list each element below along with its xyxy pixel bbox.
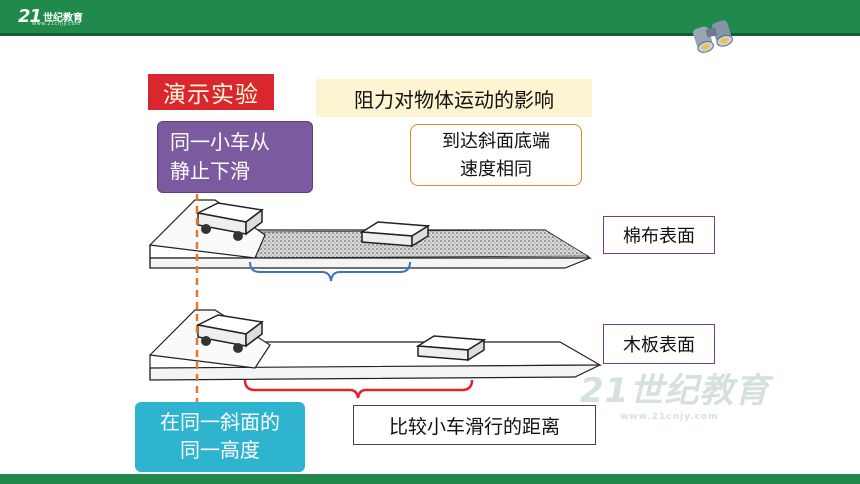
- cart-upper-end: [359, 221, 431, 248]
- cotton-distance-bracket: [249, 261, 411, 282]
- same-height-note-line1: 在同一斜面的: [160, 410, 280, 434]
- site-logo[interactable]: 21 世纪教育 www.21cnjy.com: [18, 5, 84, 28]
- lower-board-front: [149, 364, 601, 381]
- slide-title: 阻力对物体运动的影响: [316, 79, 592, 117]
- same-cart-note-line2: 静止下滑: [170, 159, 250, 183]
- same-speed-note: 到达斜面底端 速度相同: [410, 124, 582, 186]
- wood-surface-label: 木板表面: [603, 324, 715, 364]
- cotton-surface-label: 棉布表面: [603, 216, 715, 254]
- cart-lower-end: [415, 335, 487, 362]
- header-bar: 21 世纪教育 www.21cnjy.com: [0, 0, 860, 36]
- logo-url: www.21cnjy.com: [32, 21, 81, 27]
- demo-label: 演示实验: [148, 74, 274, 110]
- watermark: 21世纪教育 www.21cnjy.com: [580, 363, 769, 422]
- footer-bar: [0, 474, 860, 484]
- same-height-note: 在同一斜面的 同一高度: [135, 402, 305, 472]
- binoculars-icon: [692, 20, 733, 53]
- logo-mark: 21: [18, 5, 42, 27]
- watermark-url: www.21cnjy.com: [620, 412, 719, 422]
- watermark-text: 21世纪教育: [580, 371, 770, 411]
- compare-distance-label: 比较小车滑行的距离: [353, 405, 596, 445]
- same-cart-note: 同一小车从 静止下滑: [157, 121, 313, 193]
- header-stripe: [0, 33, 860, 36]
- upper-board-front: [149, 257, 591, 269]
- logo-name: 世纪教育: [43, 12, 84, 24]
- wood-distance-bracket: [243, 379, 474, 399]
- same-cart-note-line1: 同一小车从: [170, 130, 270, 154]
- same-speed-note-line2: 速度相同: [460, 159, 532, 180]
- cart-lower-start: [195, 314, 264, 353]
- same-speed-note-line1: 到达斜面底端: [442, 131, 550, 152]
- same-height-note-line2: 同一高度: [180, 438, 260, 462]
